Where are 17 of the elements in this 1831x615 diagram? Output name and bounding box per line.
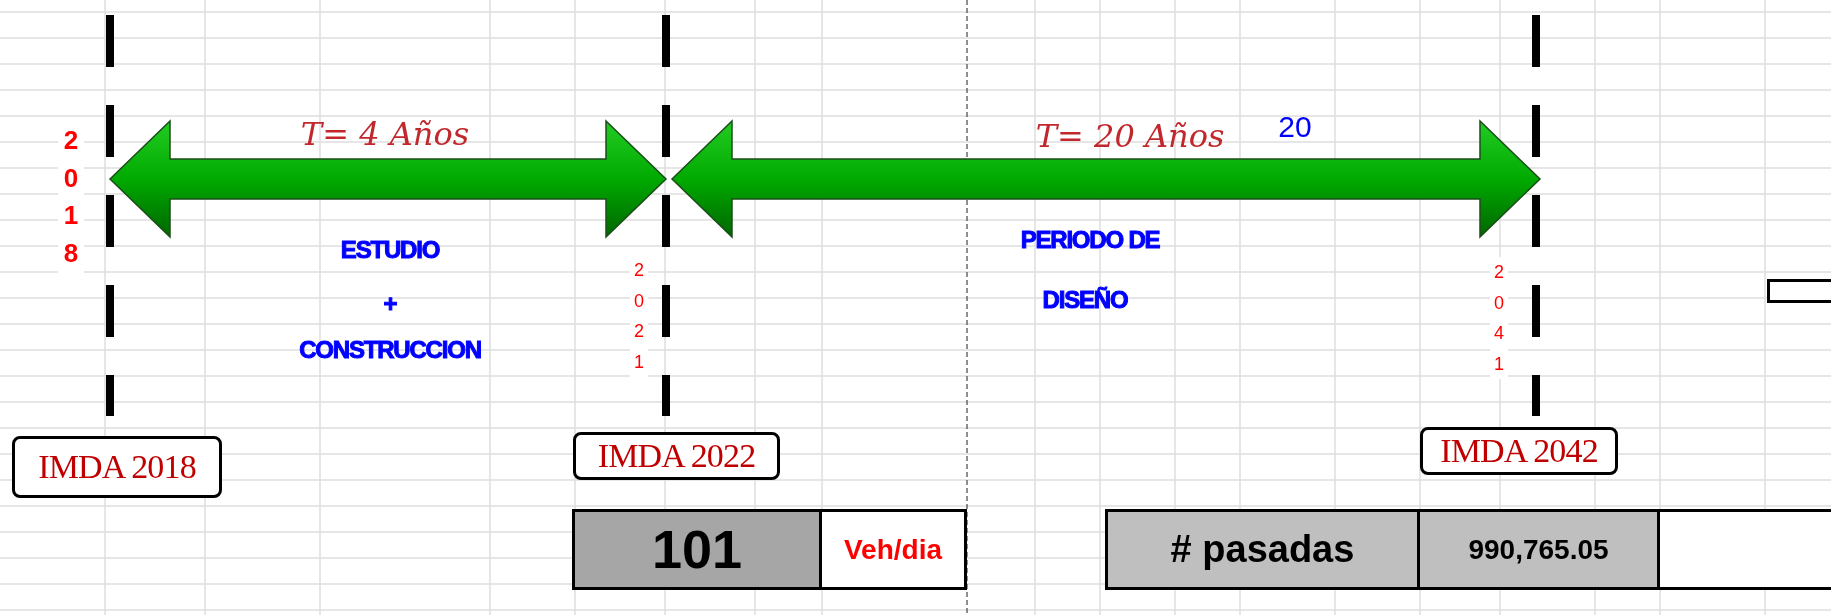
year-label: 2041 [1490, 257, 1508, 380]
year-tag: IMDA 2022 [573, 432, 780, 480]
period-label: ESTUDIO [339, 235, 441, 265]
year-tag: IMDA 2042 [1420, 427, 1618, 475]
value-cell: 101 [572, 509, 822, 590]
period-label: DISEÑO [1041, 285, 1129, 315]
value-label: 20 [1277, 109, 1313, 145]
value-cell: 990,765.05 [1420, 509, 1660, 590]
period-label: CONSTRUCCION [298, 335, 482, 365]
empty-box [1767, 279, 1831, 303]
unit-cell: Veh/dia [822, 509, 967, 590]
period-label: + [382, 289, 398, 319]
year-tag: IMDA 2018 [12, 436, 222, 498]
header-cell: # pasadas [1105, 509, 1420, 590]
duration-label: T= 20 Años [1034, 116, 1226, 157]
period-label: PERIODO DE [1019, 225, 1161, 255]
duration-label: T= 4 Años [299, 114, 471, 155]
